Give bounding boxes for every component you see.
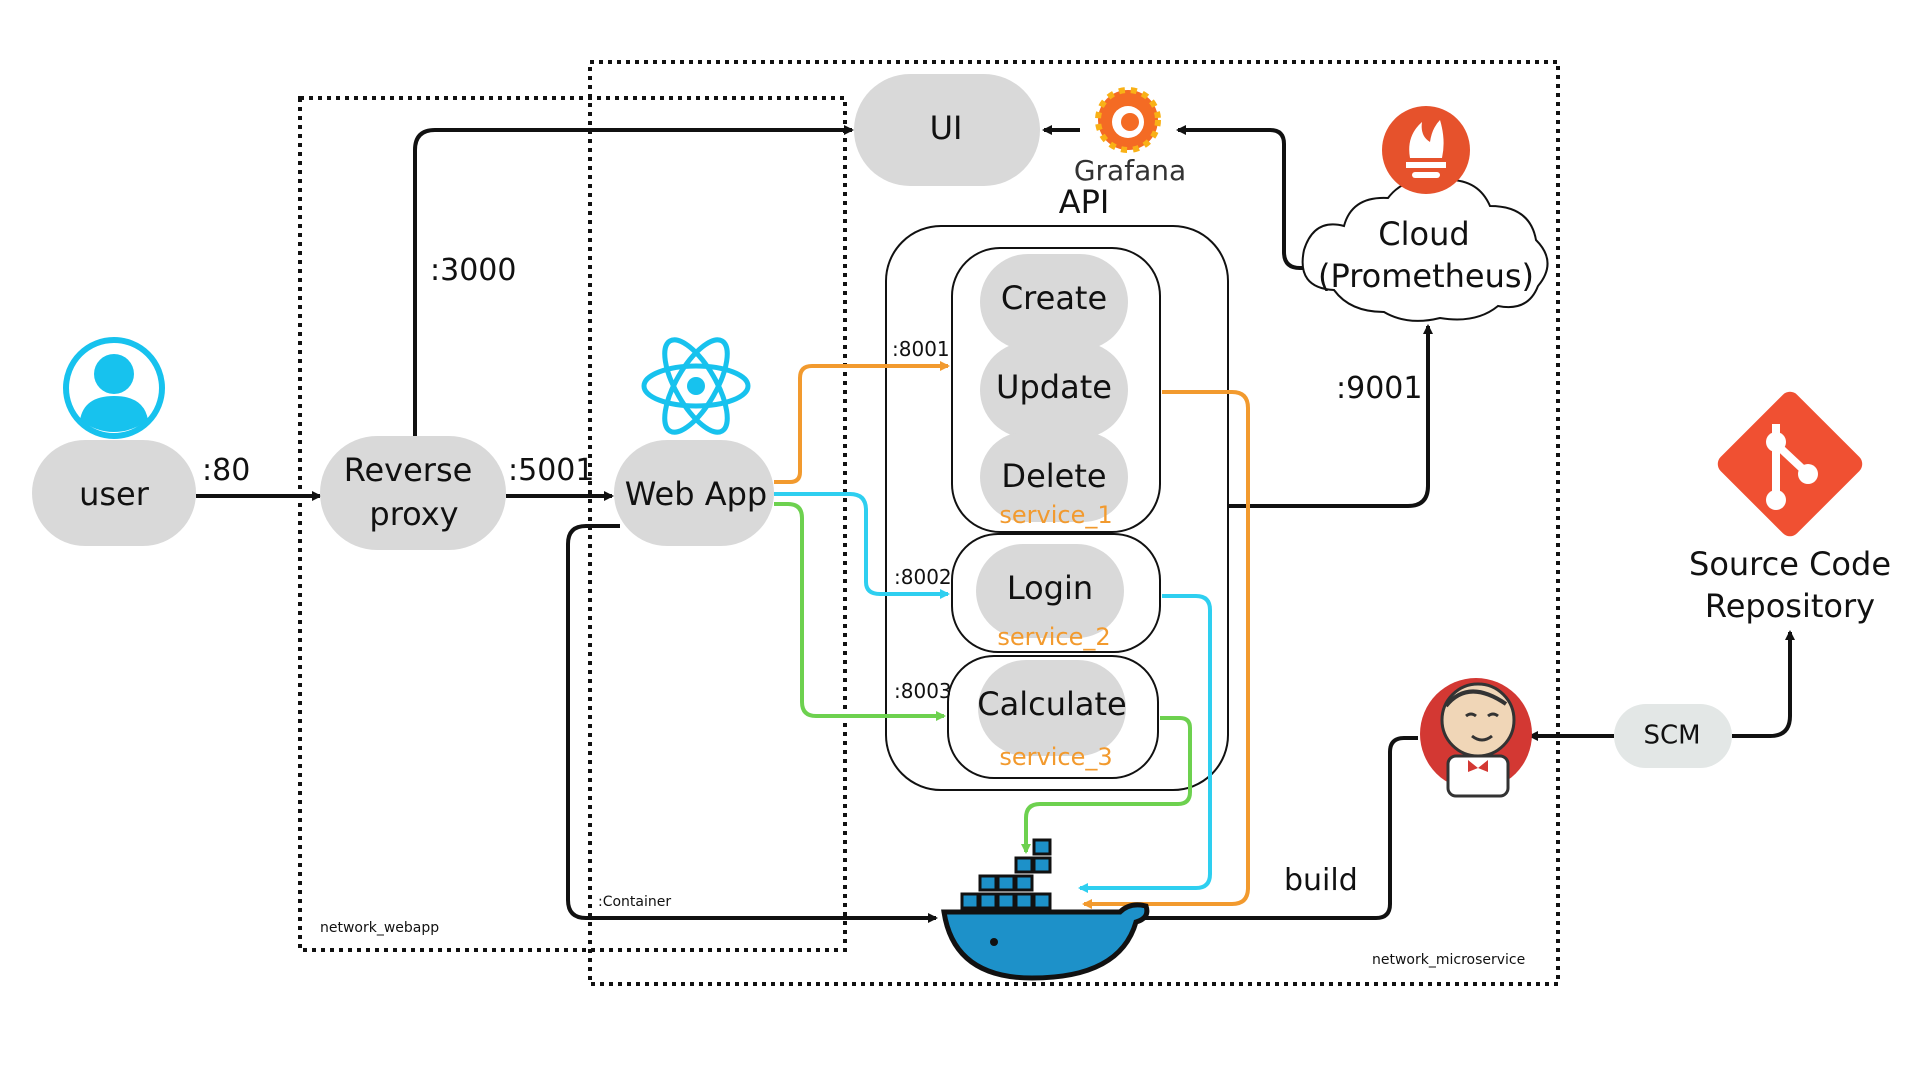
docker-icon: [941, 838, 1150, 981]
port-80: :80: [202, 453, 250, 488]
arrow-api-to-cloud: [1228, 324, 1433, 508]
update-label: Update: [996, 368, 1112, 406]
port-9001: :9001: [1336, 371, 1422, 406]
prometheus-icon: [1382, 106, 1470, 194]
service-2-label: service_2: [997, 623, 1110, 651]
arrow-webapp-to-service-2: [774, 492, 950, 599]
port-5001: :5001: [508, 453, 594, 488]
arrow-webapp-to-service-1: [774, 361, 950, 484]
grafana-icon: [1095, 87, 1161, 153]
update-service[interactable]: [980, 342, 1128, 438]
react-icon: [641, 337, 751, 435]
web-app-label: Web App: [625, 475, 767, 513]
calculate-service[interactable]: [978, 660, 1126, 756]
arrow-webapp-to-docker: [566, 524, 938, 923]
api-label: API: [1059, 183, 1110, 221]
ui-node[interactable]: [854, 74, 1040, 186]
service-1-group[interactable]: [951, 247, 1161, 533]
create-label: Create: [1001, 279, 1107, 317]
delete-label: Delete: [1001, 457, 1106, 495]
arrow-cloud-to-grafana: [1176, 125, 1306, 270]
arrow-proxy-to-ui: [413, 125, 854, 438]
container-label: :Container: [598, 894, 671, 910]
arrow-webapp-to-service-3: [774, 502, 946, 721]
reverse-proxy-label-1: Reverse: [344, 451, 473, 489]
jenkins-icon: [1420, 678, 1532, 798]
network-microservice-label: network_microservice: [1372, 952, 1525, 968]
arrow-service-2-to-docker: [1078, 594, 1212, 893]
arrow-service-1-to-docker: [1082, 390, 1250, 909]
ui-label: UI: [930, 109, 963, 147]
service-3-group[interactable]: [947, 655, 1159, 779]
scm-label: SCM: [1643, 721, 1700, 751]
user-node[interactable]: [32, 440, 196, 546]
reverse-proxy-label-2: proxy: [369, 495, 458, 533]
calculate-label: Calculate: [977, 685, 1126, 723]
service-2-group[interactable]: [951, 533, 1161, 653]
web-app-node[interactable]: [614, 440, 774, 546]
cloud-label-1: Cloud: [1378, 215, 1469, 253]
user-label: user: [79, 475, 150, 513]
delete-service[interactable]: [980, 432, 1128, 522]
arrow-jenkins-to-docker: [1110, 736, 1418, 923]
login-label: Login: [1007, 569, 1093, 607]
cloud-label-2: (Prometheus): [1318, 257, 1534, 295]
scm-node[interactable]: [1614, 704, 1732, 768]
arrow-service-3-to-docker: [1021, 716, 1192, 854]
service-3-label: service_3: [999, 743, 1112, 771]
create-service[interactable]: [980, 254, 1128, 350]
port-8001: :8001: [892, 337, 950, 361]
login-service[interactable]: [976, 544, 1124, 638]
port-8003: :8003: [894, 679, 952, 703]
port-8002: :8002: [894, 565, 952, 589]
port-3000: :3000: [430, 253, 516, 288]
user-icon: [63, 337, 165, 439]
network-webapp-boundary: [298, 96, 847, 952]
grafana-label: Grafana: [1074, 154, 1186, 187]
cloud-prometheus-node[interactable]: [1301, 177, 1549, 322]
git-icon: [1717, 391, 1863, 537]
reverse-proxy-node[interactable]: [320, 436, 506, 550]
build-label: build: [1284, 863, 1358, 898]
source-repo-label-1: Source Code: [1689, 545, 1891, 583]
network-webapp-label: network_webapp: [320, 920, 439, 936]
arrow-scm-to-repository: [1732, 630, 1795, 738]
source-repo-label-2: Repository: [1705, 587, 1875, 625]
service-1-label: service_1: [999, 501, 1112, 529]
